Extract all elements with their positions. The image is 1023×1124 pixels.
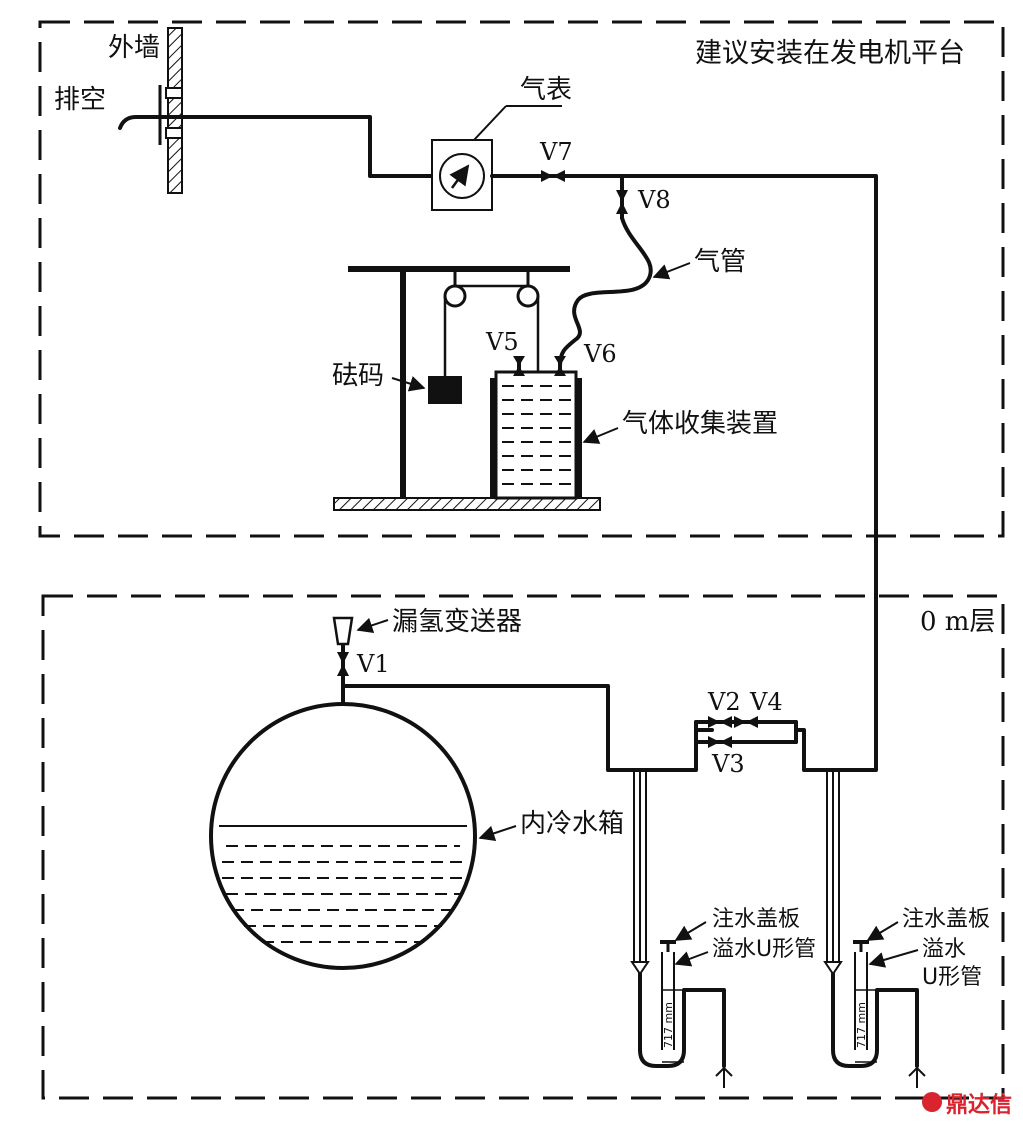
left-u-tube-arrow [674,951,709,967]
outer-wall-label: 外墙 [108,33,160,63]
valve-v5 [513,356,525,376]
gas-collector-arrow [582,427,619,444]
right-u-tube-label-2: U形管 [922,965,982,990]
right-u-tube-arrow [868,949,919,968]
valve-v8-label: V8 [637,186,671,214]
valve-v3 [708,736,732,748]
valve-v1-label: V1 [356,650,390,678]
gas-hose [558,216,653,368]
right-u-tube-label-1: 溢水 [922,937,966,962]
water-tank [209,702,477,970]
watermark-text: 鼎达信 [946,1092,1012,1118]
vent-pipe [118,115,434,178]
gas-meter-leader [473,105,507,141]
gas-collector [490,356,582,500]
valve-v6-label: V6 [583,340,617,368]
vent-label: 排空 [54,85,106,115]
left-u-tube-height: 717 mm [662,1002,675,1048]
upper-region-border [38,20,1005,538]
counterweight-frame [348,266,570,498]
right-cover-label: 注水盖板 [902,907,990,932]
valve-v2 [708,716,732,728]
valve-v6 [554,356,566,376]
lower-region-border [41,594,1005,1100]
watermark-badge-icon [922,1092,942,1112]
leak-transmitter-arrow [356,617,389,634]
left-cover-arrow [674,921,707,941]
gas-meter [431,139,493,211]
left-u-tube-label: 溢水U形管 [712,937,816,962]
left-drop-arrow [630,961,650,976]
upper-region-title: 建议安装在发电机平台 [695,38,965,69]
gas-collector-label: 气体收集装置 [622,409,778,439]
valve-v1 [337,652,349,676]
watermark-logo: 鼎达信 [922,1092,1012,1118]
gas-hose-label: 气管 [694,247,746,277]
platform-base [333,497,601,511]
water-tank-arrow [478,825,517,842]
right-drop-arrow [823,961,843,976]
valve-v4 [734,716,758,728]
left-drop-pipe-outline [633,770,647,962]
weight-arrow [391,376,426,392]
valve-v5-label: V5 [485,328,519,356]
valve-v7 [541,170,565,182]
gas-meter-label: 气表 [520,75,572,105]
valve-v8 [616,190,628,214]
right-drop-pipe-outline [826,770,840,962]
right-cover-arrow [866,921,899,941]
left-cover-label: 注水盖板 [712,907,800,932]
outer-wall [158,27,183,194]
valve-v3-label: V3 [711,750,745,778]
valve-v7-label: V7 [539,138,573,166]
weight-label: 砝码 [332,361,384,391]
right-u-tube [831,940,926,1088]
right-u-tube-height: 717 mm [855,1002,868,1048]
leak-transmitter-label: 漏氢变送器 [392,607,522,637]
valve-v4-label: V4 [749,688,783,716]
left-u-tube [638,940,733,1088]
gas-hose-arrow [652,262,691,280]
valve-v2-label: V2 [707,688,741,716]
water-tank-label: 内冷水箱 [520,809,624,839]
lower-region-title: 0 m层 [920,607,995,637]
